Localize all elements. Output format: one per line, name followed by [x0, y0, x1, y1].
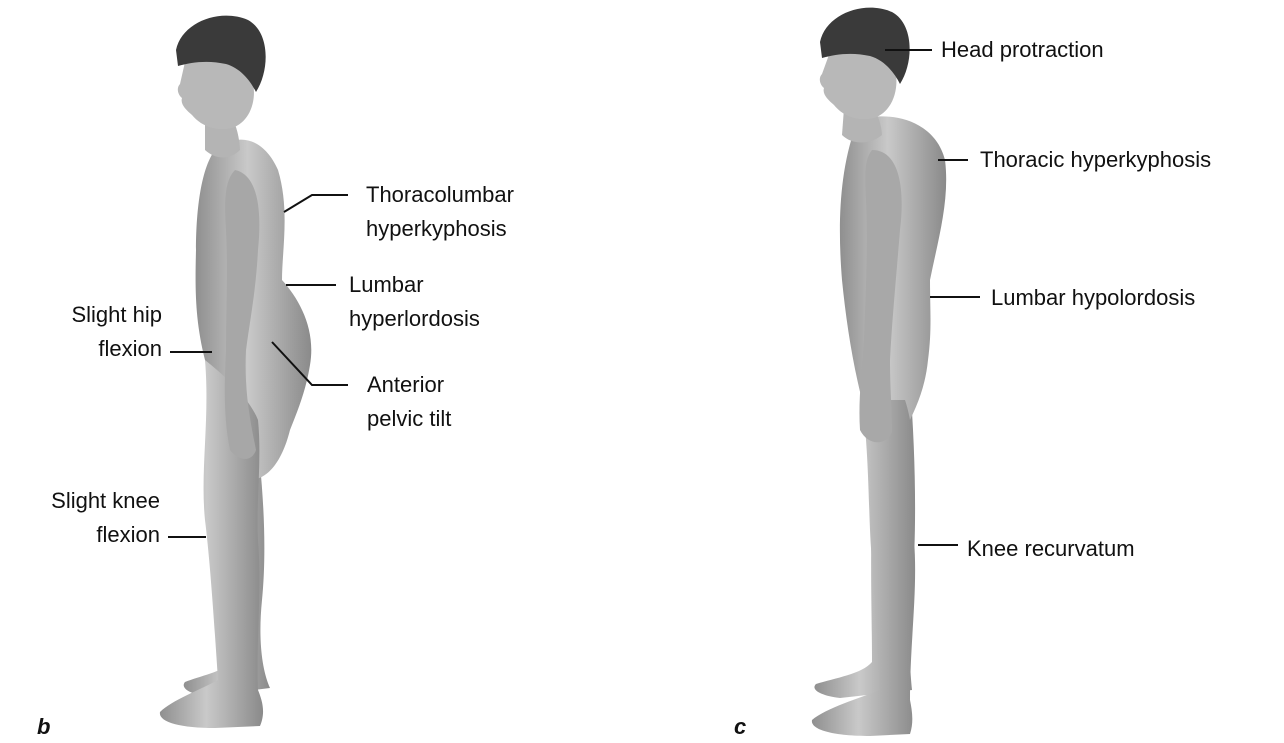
- figure-c-body: [812, 8, 946, 736]
- label-thoracic-hyperkyphosis: Thoracic hyperkyphosis: [980, 143, 1211, 177]
- label-head-protraction: Head protraction: [941, 33, 1104, 67]
- label-slight-hip-flexion: Slight hip flexion: [30, 298, 162, 366]
- label-lumbar-hyperlordosis: Lumbar hyperlordosis: [349, 268, 480, 336]
- figure-b-body: [160, 16, 311, 728]
- panel-letter-b: b: [37, 714, 50, 740]
- label-thoracolumbar-hyperkyphosis: Thoracolumbar hyperkyphosis: [366, 178, 514, 246]
- label-lumbar-hypolordosis: Lumbar hypolordosis: [991, 281, 1195, 315]
- label-slight-knee-flexion: Slight knee flexion: [10, 484, 160, 552]
- label-knee-recurvatum: Knee recurvatum: [967, 532, 1135, 566]
- label-anterior-pelvic-tilt: Anterior pelvic tilt: [367, 368, 451, 436]
- panel-letter-c: c: [734, 714, 746, 740]
- leader-thoracolumbar: [284, 195, 348, 212]
